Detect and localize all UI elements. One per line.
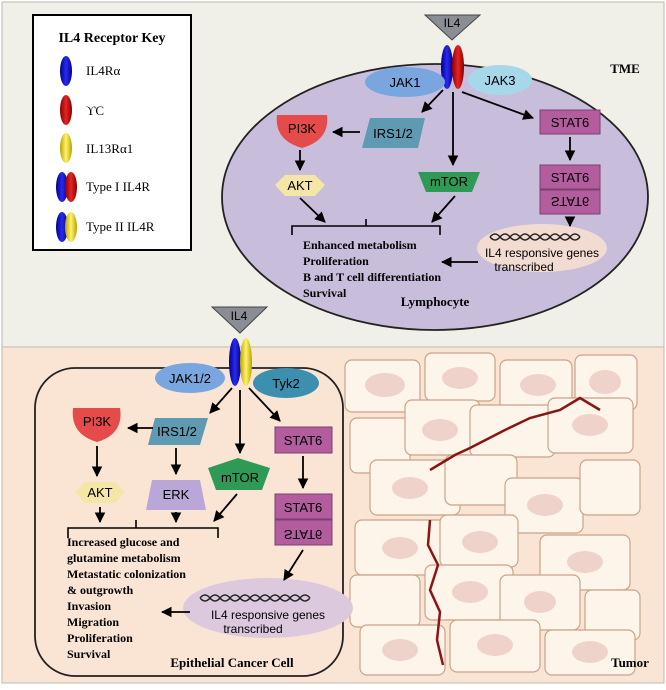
akt-label: AKT: [287, 178, 312, 193]
mtor-label: mTOR: [221, 470, 259, 485]
genes-oval: [183, 578, 353, 638]
outcome-item: Metastatic colonization: [67, 567, 186, 581]
lymphocyte-outcome-brace: [291, 219, 441, 235]
erk-label: ERK: [163, 487, 190, 502]
tyk2-node: [253, 368, 319, 398]
cancer-outcomes: Increased glucose and glutamine metaboli…: [67, 535, 186, 661]
stat6-dimer-top: [274, 493, 333, 520]
outcome-item: Invasion: [67, 599, 111, 613]
stat6-node: [539, 109, 601, 135]
stat6-label: STAT6: [284, 433, 323, 448]
lymphocyte-label: Lymphocyte: [401, 294, 470, 309]
key-item-label: IL4Rα: [86, 63, 120, 78]
irs-label: IRS1/2: [373, 126, 413, 141]
il4-ligand-label: IL4: [231, 309, 248, 323]
il4-ligand-triangle: [210, 306, 269, 334]
blue-yellow-oval-pair-icon: [56, 212, 77, 242]
mtor-node: [418, 172, 480, 192]
outcome-item: Proliferation: [67, 631, 133, 645]
genes-label-line2: transcribed: [494, 260, 553, 274]
outcome-item: & outgrowth: [67, 583, 133, 597]
outcome-item: Migration: [67, 615, 119, 629]
lymphocyte-outcomes: Enhanced metabolism Proliferation B and …: [303, 238, 441, 300]
stat6-label: STAT6: [551, 115, 590, 130]
genes-label-line1: IL4 responsive genes: [485, 246, 599, 260]
blood-vessel: [429, 396, 601, 472]
stat6-dimer-bottom-label: STAT6: [551, 194, 590, 209]
dna-icon: [489, 233, 581, 241]
akt-label: AKT: [87, 485, 112, 500]
key-item-label: IL13Rα1: [86, 141, 133, 156]
jak3-node: [468, 65, 532, 95]
cancer-cell-label: Epithelial Cancer Cell: [170, 655, 294, 670]
key-item-label: ϒC: [86, 103, 104, 118]
genes-label-line2: transcribed: [223, 622, 282, 636]
outcome-item: Survival: [303, 286, 347, 300]
jak1-node: [365, 67, 445, 97]
pi3k-label: PI3K: [83, 414, 112, 429]
pi3k-label: PI3K: [288, 121, 317, 136]
stat6-dimer-top: [539, 164, 601, 190]
jak12-label: JAK1/2: [169, 371, 211, 386]
stat6-dimer-bottom-label: STAT6: [284, 527, 323, 542]
outcome-item: Proliferation: [303, 254, 369, 268]
cancer-outcome-brace: [67, 520, 219, 538]
tumor-label: Tumor: [611, 655, 649, 670]
red-oval-icon: [60, 95, 72, 125]
mtor-label: mTOR: [430, 174, 468, 189]
il4-ligand-triangle: [423, 14, 482, 41]
type-i-il4r-receptor: [441, 45, 464, 89]
yellow-oval-icon: [60, 133, 72, 163]
cancer-arrows: [91, 387, 309, 618]
outcome-item: B and T cell differentiation: [303, 270, 441, 284]
irs-label: IRS1/2: [157, 424, 197, 439]
tme-label: TME: [610, 61, 640, 76]
irs-node: [362, 118, 425, 148]
receptor-key-box: [32, 14, 192, 251]
dna-icon: [199, 594, 311, 602]
key-title: IL4 Receptor Key: [58, 31, 165, 46]
pi3k-node: [72, 408, 121, 442]
irs-node: [148, 418, 208, 445]
jak12-node: [155, 363, 225, 393]
key-item-label: Type II IL4R: [86, 219, 155, 234]
erk-node: [146, 480, 206, 510]
blue-red-oval-pair-icon: [56, 172, 77, 202]
stat6-dimer-top-label: STAT6: [284, 500, 323, 515]
jak1-label: JAK1: [389, 75, 420, 90]
type-ii-il4r-receptor: [229, 338, 252, 386]
stat6-dimer-top-label: STAT6: [551, 170, 590, 185]
tyk2-label: Tyk2: [272, 376, 299, 391]
blood-vessel: [426, 519, 445, 666]
akt-node: [275, 175, 325, 196]
blue-oval-icon: [60, 56, 72, 86]
outcome-item: Enhanced metabolism: [303, 238, 417, 252]
genes-label-line1: IL4 responsive genes: [211, 608, 325, 622]
pi3k-node: [276, 115, 328, 148]
stat6-dimer-bottom: [539, 189, 601, 215]
lymphocyte-arrows: [294, 89, 576, 268]
outcome-item: Survival: [67, 647, 111, 661]
stat6-node: [274, 426, 333, 454]
jak3-label: JAK3: [484, 73, 515, 88]
outcome-item: glutamine metabolism: [67, 551, 181, 565]
key-item-label: Type I IL4R: [86, 179, 150, 194]
stat6-dimer-bottom: [274, 519, 333, 546]
akt-node: [75, 482, 125, 503]
outcome-item: Increased glucose and: [67, 535, 180, 549]
il4-ligand-label: IL4: [444, 16, 461, 30]
mtor-node: [208, 458, 270, 490]
tumor-cell-nuclei: [365, 367, 621, 663]
